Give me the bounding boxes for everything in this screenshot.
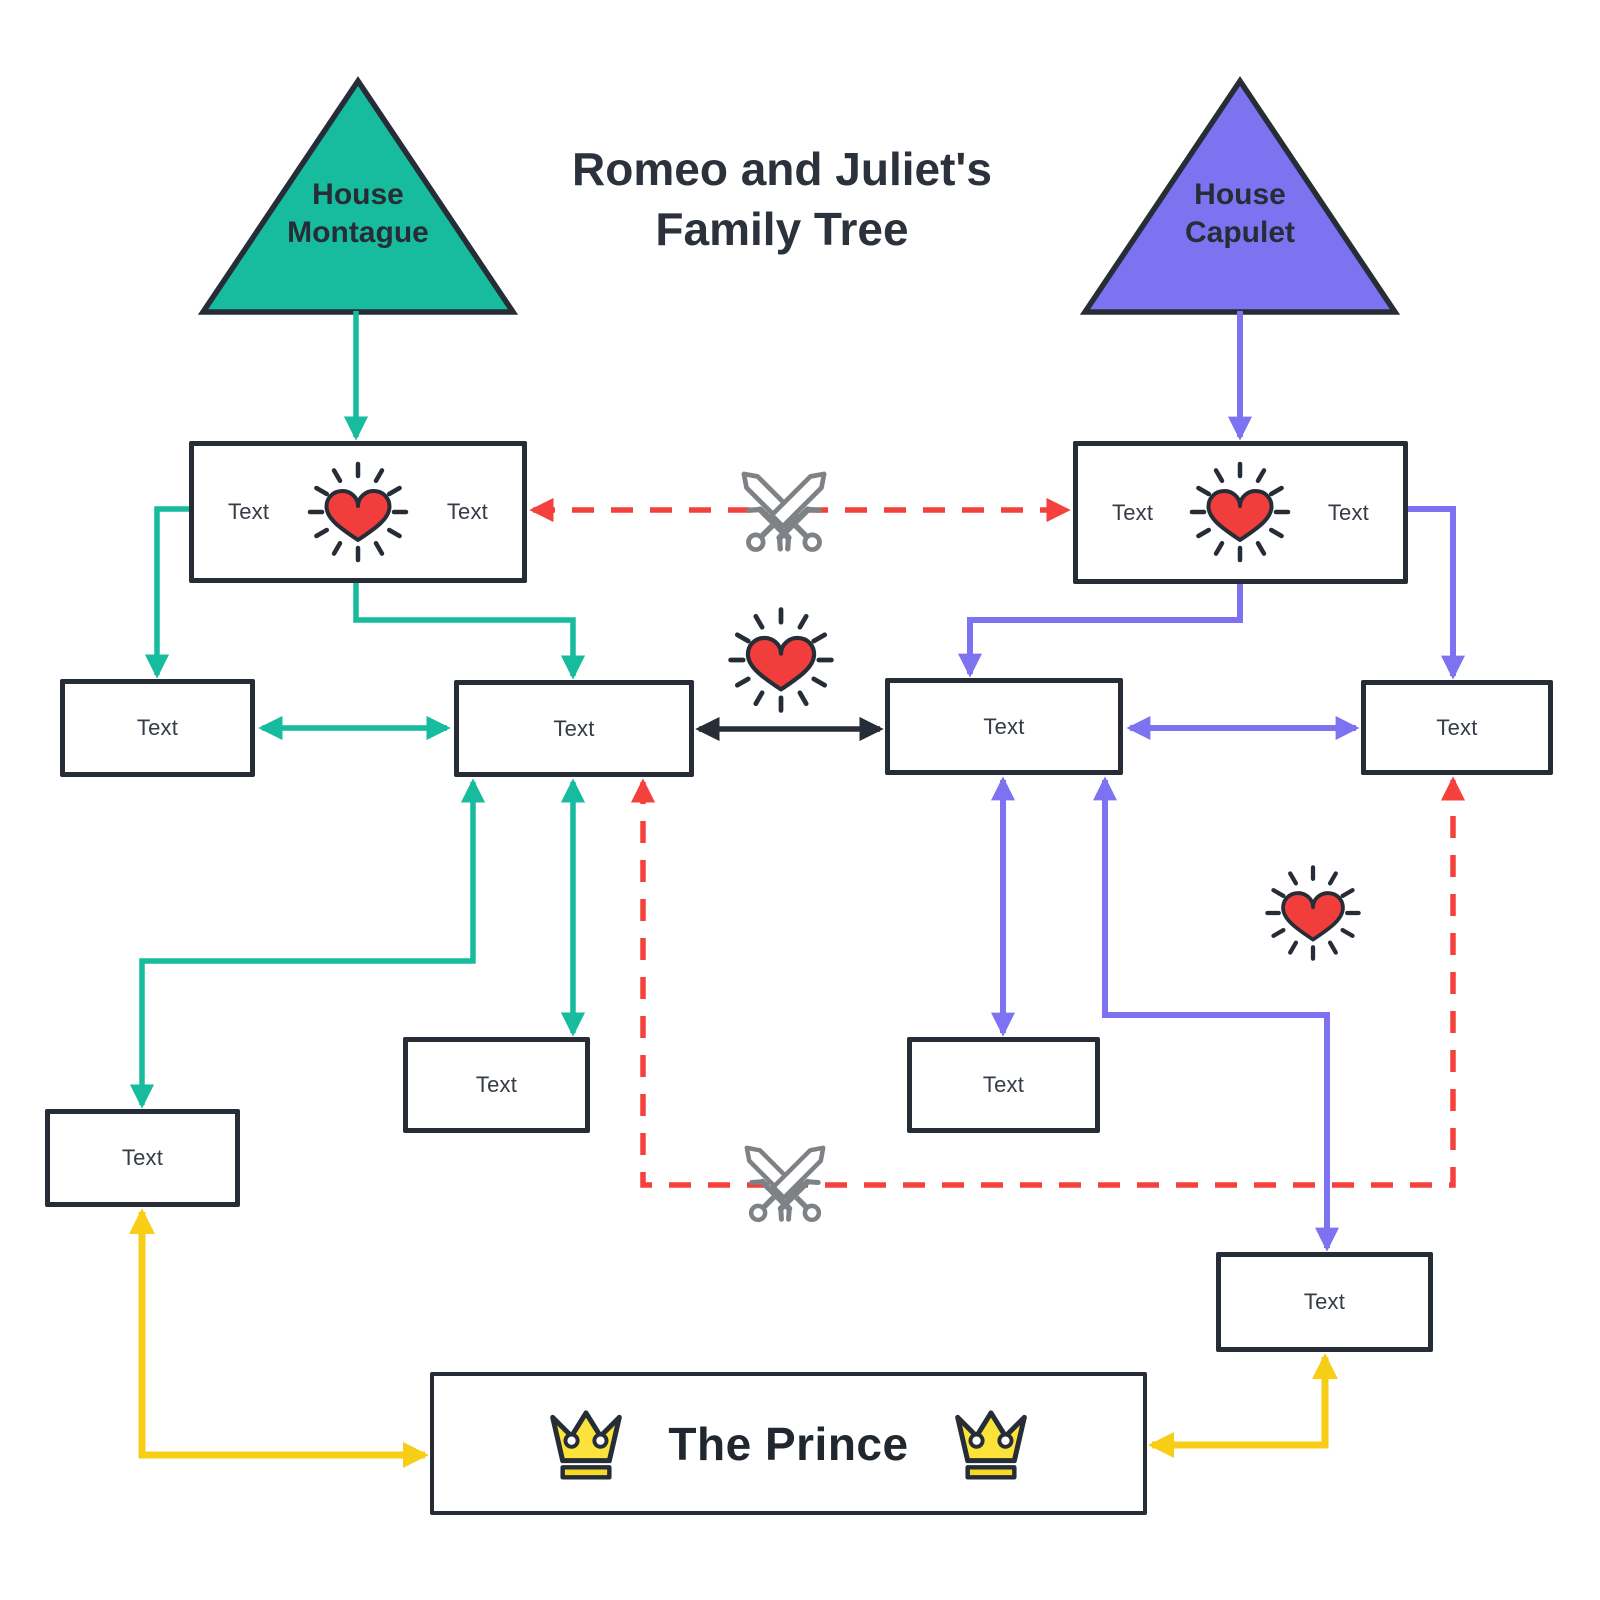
capulet-parents-to-mid-right-arrow — [958, 584, 1243, 678]
prince-label: The Prince — [668, 1417, 909, 1470]
mid-left-lower-left-double-arrow — [129, 778, 486, 1109]
mid-far-left-box[interactable]: Text — [60, 679, 255, 777]
lower-mid-right-box[interactable]: Text — [907, 1037, 1100, 1133]
diagram-title-line2: Family Tree — [655, 202, 909, 255]
lower-mid-left-box[interactable]: Text — [403, 1037, 590, 1133]
lower-mid-left-label: Text — [475, 1072, 518, 1097]
families-conflict-dashed-arrow — [630, 776, 1466, 1188]
mid-far-right-box[interactable]: Text — [1361, 680, 1553, 775]
lower-left-box[interactable]: Text — [45, 1109, 240, 1207]
montague-parents-to-mid-left-arrow — [353, 583, 586, 680]
mid-left-label: Text — [553, 715, 595, 741]
capulet-parent-right-label: Text — [1327, 499, 1369, 525]
diagram-title-line1: Romeo and Juliet's — [572, 143, 992, 195]
mid-right-label: Text — [983, 713, 1025, 739]
capulet-parents-box[interactable]: Text Text — [1073, 441, 1408, 584]
crown-icon — [550, 1409, 623, 1480]
montague-parents-box[interactable]: Text Text — [189, 441, 527, 583]
mid-left-box[interactable]: Text — [454, 680, 694, 777]
lower-right-box[interactable]: Text — [1216, 1252, 1433, 1352]
montague-parent-left-label: Text — [228, 499, 270, 524]
mid-far-right-label: Text — [1436, 714, 1478, 740]
lower-left-prince-double-arrow — [129, 1208, 429, 1468]
mid-far-left-label: Text — [136, 715, 179, 740]
crown-icon — [954, 1409, 1027, 1480]
heart-slot — [306, 460, 410, 564]
heart-slot — [1189, 461, 1293, 565]
diagram-title: Romeo and Juliet's Family Tree — [482, 140, 1082, 260]
montague-parent-right-label: Text — [446, 499, 488, 524]
lower-right-label: Text — [1303, 1289, 1346, 1314]
capulet-parents-to-far-right-arrow — [1408, 506, 1465, 680]
mid-right-lower-right-double-arrow — [1093, 776, 1339, 1252]
house-capulet-label: House Capulet — [1184, 178, 1295, 250]
lower-right-prince-double-arrow — [1148, 1353, 1338, 1458]
mid-right-box[interactable]: Text — [885, 678, 1123, 775]
capulet-parent-left-label: Text — [1112, 499, 1154, 525]
montague-parents-to-far-left-arrow — [144, 506, 189, 679]
lower-left-label: Text — [121, 1145, 164, 1170]
lower-mid-right-label: Text — [982, 1072, 1025, 1097]
house-montague-label: House Montague — [287, 178, 429, 250]
prince-box[interactable]: The Prince — [430, 1372, 1147, 1515]
